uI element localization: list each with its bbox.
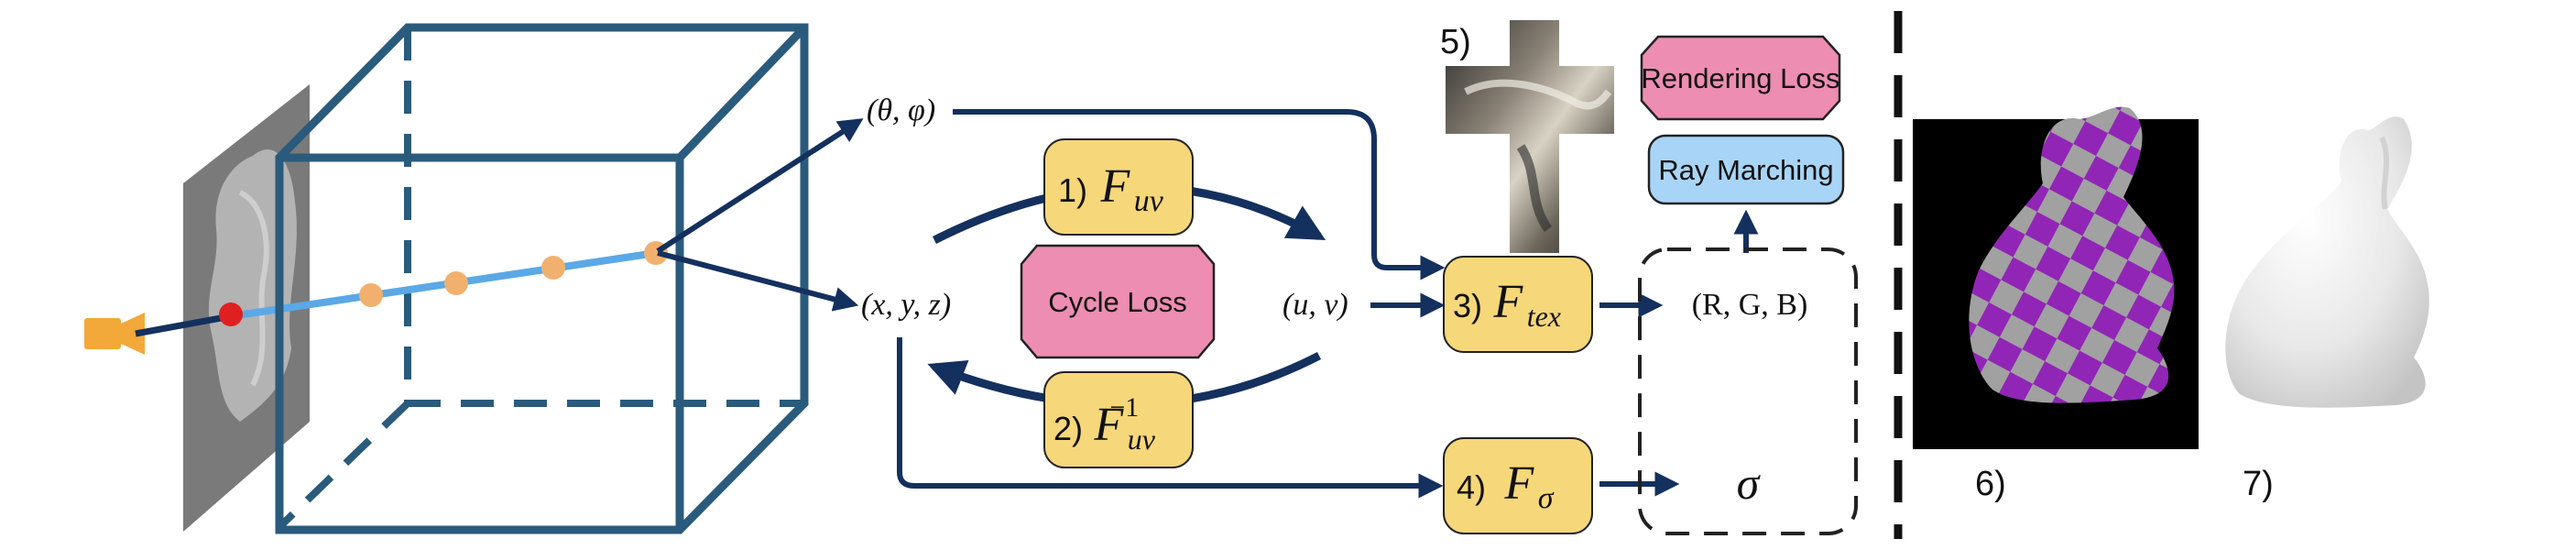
- textured-bunny-image: [1913, 106, 2199, 449]
- ray-marching-box: Ray Marching: [1647, 134, 1845, 205]
- density-label: σ: [1737, 457, 1762, 509]
- sample-point-3: [541, 256, 565, 280]
- svg-text:3) F tex: 3) F tex: [1453, 276, 1561, 333]
- sample-arrows: [656, 118, 864, 312]
- svg-text:Rendering Loss: Rendering Loss: [1641, 62, 1839, 94]
- sample-point-1: [359, 283, 383, 307]
- camera-icon: [84, 313, 145, 355]
- uv-label: (u, v): [1283, 288, 1348, 322]
- network-fsigma: 4) F σ: [1443, 437, 1593, 534]
- textured-bunny-label: 6): [1975, 465, 2006, 503]
- cube-hidden-edges: [277, 28, 804, 530]
- texture-map-image: [1446, 20, 1614, 253]
- sample-point-2: [444, 271, 468, 295]
- position-label: (x, y, z): [861, 288, 951, 322]
- ray-entry-point: [219, 302, 243, 326]
- cube-wireframe: [275, 23, 809, 534]
- cycle-loss-box: Cycle Loss: [1020, 244, 1216, 359]
- svg-text:Cycle Loss: Cycle Loss: [1048, 286, 1187, 318]
- network-fuv: 1) F uv: [1043, 138, 1194, 236]
- ray-marching-dashed-frame: [1638, 248, 1858, 535]
- view-direction-label: (θ, φ): [867, 94, 935, 127]
- svg-text:1) F uv: 1) F uv: [1058, 160, 1164, 218]
- network-ftex: 3) F tex: [1443, 256, 1593, 353]
- svg-text:Ray Marching: Ray Marching: [1658, 154, 1833, 186]
- texture-map-label: 5): [1440, 23, 1471, 61]
- camera-ray: [135, 241, 668, 337]
- rgb-label: (R, G, B): [1692, 288, 1808, 322]
- network-fuv-inverse: 2) F uv −1: [1043, 371, 1194, 468]
- geometry-bunny-image: [2225, 116, 2429, 408]
- svg-text:4) F σ: 4) F σ: [1457, 457, 1555, 515]
- svg-text:2) F uv −1: 2) F uv −1: [1053, 392, 1159, 456]
- rendering-loss-box: Rendering Loss: [1640, 35, 1841, 121]
- geometry-bunny-label: 7): [2243, 465, 2274, 503]
